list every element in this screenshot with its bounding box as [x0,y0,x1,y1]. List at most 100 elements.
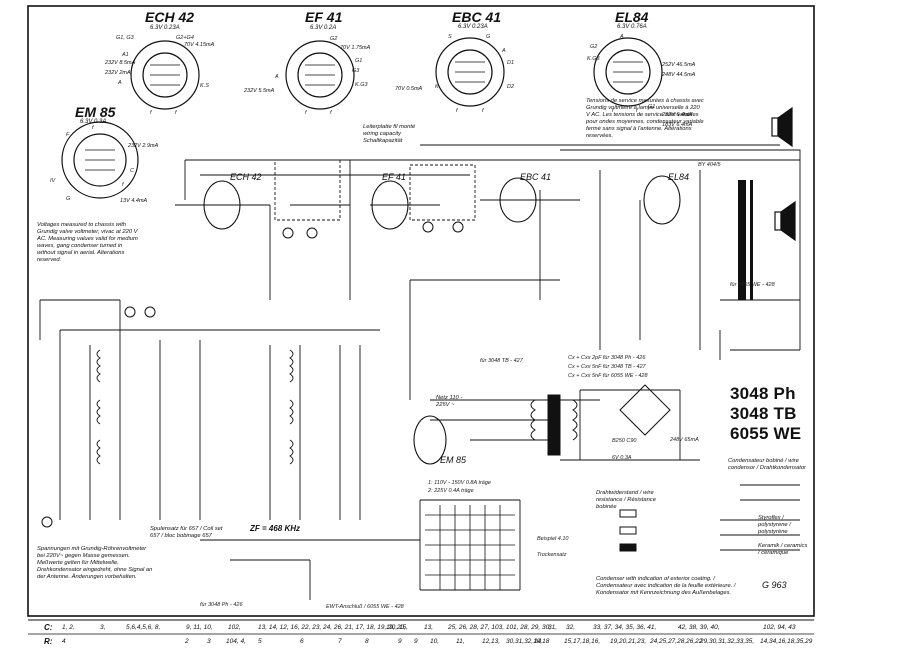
grid-r-9: 9 [398,638,402,645]
note-english: Voltages measured to chassis with Grundi… [37,222,138,263]
pin-ech42-g2g4: G2+G4 [176,35,194,41]
pin-ef41-g2: G2 [330,36,338,42]
tube-spec-ef41: 6.3V 0.2A [310,25,337,31]
grid-r-13: 12,13, [482,638,501,645]
pin-el84-g2: G2 [590,44,598,50]
note-ewt: EWT-Anschluß / 6055 WE - 428 [326,604,404,610]
schematic-tube-el84 [643,175,681,225]
schematic-tube-ef41 [371,180,409,230]
tube-title-em85: EM 85 [75,104,116,120]
pin-el84-f1: f [612,108,614,114]
grid-r-4: 104, 4, [226,638,246,645]
tube-voltage-ebc41-1: 70V 0.5mA [395,86,423,92]
schematic-tube-ebc41 [499,177,537,223]
switch-grid [425,505,515,590]
drawing-number: G 963 [762,580,787,590]
tube-voltage-el84-3: 232V 6.4mA [662,112,693,118]
note-example: Beispiel 4.10 [537,536,569,542]
schematic-label-em85: EM 85 [440,455,467,465]
grid-r-6: 6 [300,638,304,645]
output-transformer [738,180,753,300]
note-fuse2: 2: 225V 0.4A träge [428,488,474,494]
reference-markers [41,221,464,528]
note-ref-doc-3: für 6055 WE - 428 [730,282,775,288]
note-rect-value: 248V 65mA [670,437,699,443]
grid-r-18: 24,25,27,28,26,22 [650,638,703,645]
grid-r-16: 15,17,18,16, [564,638,601,645]
note-exterior-coating: Condenser with indication of exterior co… [596,576,736,596]
note-wiring: Leiterplatte fil monté wiring capacity S… [363,124,416,144]
pin-ech42-g1g3: G1, G3 [116,35,134,41]
tube-title-ef41: EF 41 [305,9,343,25]
schematic-label-rectifier: B250 C90 [612,438,637,444]
pin-el84-a: A [620,34,624,40]
schematic-tube-em85 [413,415,447,465]
grid-r-1: 4 [62,638,66,645]
schematic-label-output: BY 404/5 [698,162,721,168]
pin-em85-F: F [66,132,70,138]
grid-c-14: 102, 94, 43 [763,624,796,631]
coil-set [96,349,294,465]
note-cond-table-1: Cx + Cxx 2pF für 3048 Ph - 426 [568,355,646,361]
grid-c-3: 5,6,4,5,6, 8, [126,624,161,631]
note-trough: Trockensatz [537,552,567,558]
mains-transformer [530,394,578,456]
note-ref-doc-2: für 3048 TB - 427 [480,358,523,364]
note-german: Spannungen mit Grundig-Röhrenvoltmeter b… [37,546,153,580]
tube-voltage-ech42-3: 232V 2mA [105,70,131,76]
pin-ef41-g3: G3 [352,68,360,74]
grid-r-14: 30,31,32,10,18 [506,638,550,645]
pin-el84-f2: f [636,108,638,114]
tube-spec-ebc41: 6.3V 0.23A [458,24,488,30]
bridge-rectifier [619,384,671,436]
schematic-label-el84: EL84 [668,172,690,182]
speaker-icon [771,106,796,242]
grid-c-2: 3, [100,624,106,631]
pin-ech42-ks: K.S [200,83,209,89]
tube-spec-el84: 6.3V 0.76A [617,24,647,30]
tube-voltage-ef41-2: 232V 5.5mA [244,88,275,94]
pin-ebc41-f2: f [482,108,484,114]
schematic-wiring [39,144,801,600]
grid-c-13: 42, 38, 39, 40, [678,624,720,631]
note-cond-table-3: Cx + Cxx 5nF für 6055 WE - 428 [568,373,648,379]
tube-voltage-el84-2: 248V 44.5mA [662,72,696,78]
tube-voltage-ef41-1: 70V 1.75mA [340,45,371,51]
tube-title-ech42: ECH 42 [145,9,195,25]
grid-r-10: 9 [414,638,418,645]
grid-r-3: 3 [207,638,211,645]
pin-ebc41-s: S [448,34,452,40]
tube-base-em85 [61,121,139,199]
grid-c-12: 33, 37, 34, 35, 36, 41, [593,624,657,631]
grid-r-label: R: [44,637,53,646]
grid-c-5: 102, [228,624,241,631]
pin-ech42-f1: f [150,110,152,116]
schematic-tube-ech42 [203,180,241,230]
grid-r-2: 2 [185,638,189,645]
tube-voltage-el84-4: 183V 6.4mA [662,122,693,128]
tube-base-ef41 [285,40,355,110]
tube-base-el84 [593,37,663,107]
tube-base-ech42 [130,40,200,110]
pin-ef41-g1: G1 [355,58,363,64]
note-french: Tensions de service mesurées à chassis a… [586,98,704,139]
pin-ef41-a: A [275,74,279,80]
note-cond-indication: Condensateur bobiné / wire condensor / D… [728,458,806,471]
tube-spec-ech42: 6.3V 0.23A [150,25,180,31]
pin-ebc41-f1: f [456,108,458,114]
grid-c-label: C: [44,623,53,632]
grid-r-7: 7 [338,638,342,645]
pin-em85-g: G [66,196,71,202]
grid-c-7: 19, 20, [386,624,406,631]
tube-voltage-em85-1: 232V 2.9mA [128,143,159,149]
if-filter-1 [274,159,341,221]
model-3048-ph: 3048 Ph [730,384,796,403]
pin-ech42-a: A [118,80,122,86]
pin-ef41-f2: f [330,110,332,116]
pin-em85-f1: f [92,125,94,131]
note-mains: Netz 110 - 225V ~ [436,395,463,408]
grid-c-1: 1, 2, [62,624,75,631]
tube-spec-em85: 6.3V 0.3A [80,119,107,125]
if-filter-2 [409,164,476,221]
